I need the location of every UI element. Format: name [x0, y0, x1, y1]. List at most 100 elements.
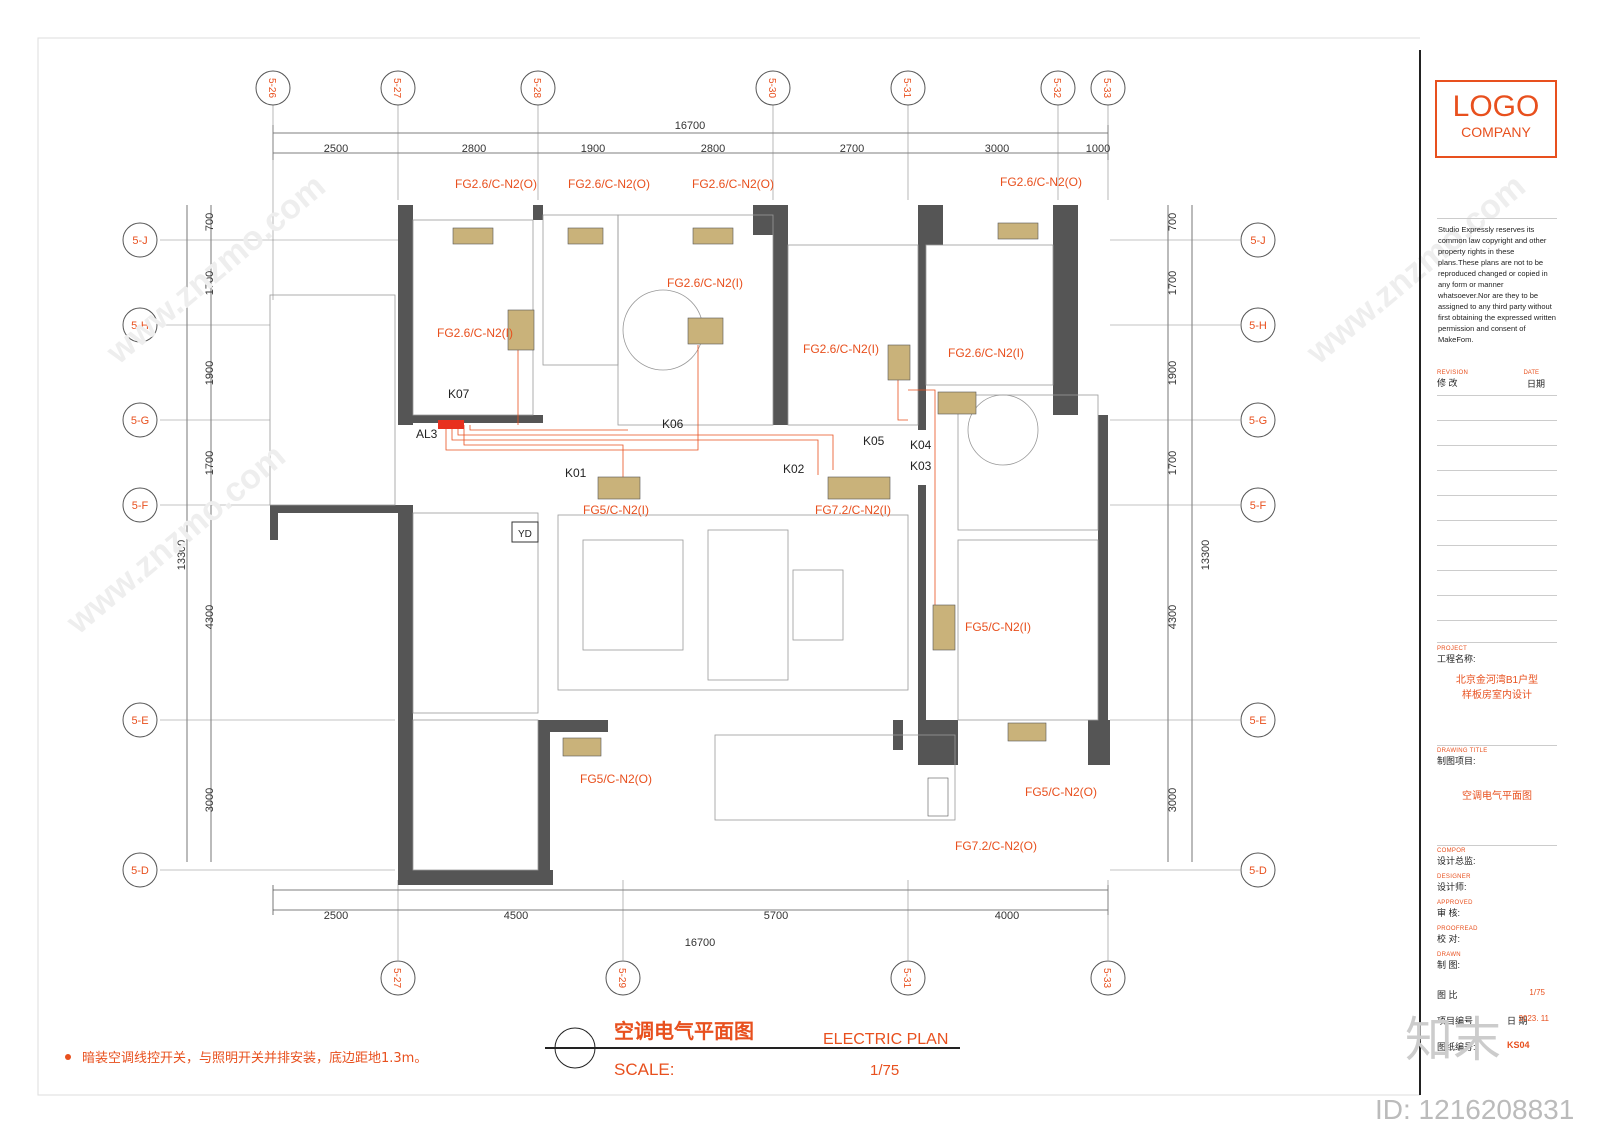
date-en: DATE [1523, 370, 1539, 376]
revision-en: REVISION [1437, 370, 1469, 376]
wall [918, 485, 926, 725]
grid-label: 5-33 [1101, 78, 1112, 98]
wall [533, 205, 543, 220]
date-row-value: 2023. 11 [1518, 1014, 1549, 1023]
dim-bottom-seg: 4000 [995, 910, 1019, 922]
drawing-frame [37, 37, 1420, 1096]
wall [270, 505, 405, 513]
drawing-en: DRAWING TITLE [1437, 748, 1488, 754]
grid-label: 5-30 [766, 78, 777, 98]
grid-label: 5-31 [901, 968, 912, 988]
dim-left-seg: 1700 [204, 271, 216, 295]
grid-bubble [890, 70, 926, 106]
wall [538, 720, 550, 885]
logo-text: LOGO [1452, 90, 1540, 123]
unit-label: FG2.6/C-N2(I) [437, 326, 513, 340]
dim-left-seg: 1700 [204, 451, 216, 475]
grid-bubbles-right: 5-J 5-H 5-G 5-F 5-E 5-D [1240, 222, 1276, 888]
grid-bubble [520, 70, 556, 106]
grid-label: 5-H [1249, 320, 1267, 332]
grid-bubble [890, 960, 926, 996]
wall [270, 505, 278, 540]
switch-label: K06 [662, 417, 684, 431]
project-value-1: 北京金河湾B1户型 [1455, 675, 1539, 686]
indoor-unit [937, 391, 977, 415]
yd-label: YD [518, 529, 532, 540]
scale-row-label: 图 比 [1437, 990, 1458, 1000]
room-outlines [269, 214, 1099, 871]
grid-bubble [380, 960, 416, 996]
unit-labels: FG2.6/C-N2(O) FG2.6/C-N2(O) FG2.6/C-N2(O… [437, 175, 1097, 853]
date-label: 日期 [1526, 379, 1545, 389]
dim-bottom-seg: 4500 [504, 910, 528, 922]
unit-label: FG2.6/C-N2(O) [692, 177, 774, 191]
dim-top-seg: 2800 [701, 143, 725, 155]
director-label: 设计总监: [1437, 856, 1476, 866]
image-id: ID: 1216208831 [1375, 1094, 1575, 1125]
indoor-unit [507, 309, 535, 351]
install-note: 暗装空调线控开关，与照明开关并排安装，底边距地1.3m。 [82, 1050, 427, 1066]
designer-label: 设计师: [1437, 882, 1467, 892]
switch-label: K04 [910, 438, 932, 452]
unit-label: FG5/C-N2(I) [583, 503, 649, 517]
wall [398, 205, 413, 425]
dim-left-seg: 4300 [204, 605, 216, 629]
wall [753, 205, 788, 235]
indoor-unit [887, 344, 911, 381]
switch-label: K05 [863, 434, 885, 448]
wall [918, 205, 943, 245]
indoor-unit [687, 317, 724, 345]
proof-en: PROOFREAD [1437, 926, 1478, 932]
grid-bubbles-left: 5-J 5-H 5-G 5-F 5-E 5-D [122, 222, 158, 888]
revision-row: REVISION 修 改 DATE 日期 [1437, 370, 1557, 389]
drawing-value: 空调电气平面图 [1462, 791, 1532, 802]
drawn-en: DRAWN [1437, 952, 1461, 958]
director-en: COMPOR [1437, 848, 1466, 854]
switch-labels: K01 K02 K03 K04 K05 K06 K07 AL3 YD [416, 387, 932, 543]
dim-left-seg: 3000 [204, 788, 216, 812]
dim-left-total: 13300 [176, 540, 188, 571]
copyright-notice: Studio Expressly reserves its common law… [1438, 225, 1556, 344]
grid-bubble [605, 960, 641, 996]
drawing-number-value: KS04 [1507, 1040, 1530, 1050]
wall [918, 245, 926, 430]
grid-bubble [380, 70, 416, 106]
dim-right-total: 13300 [1200, 540, 1212, 571]
grid-label: 5-33 [1101, 968, 1112, 988]
grid-label: 5-E [131, 715, 148, 727]
approved-en: APPROVED [1437, 900, 1473, 906]
top-dimension-lines [186, 125, 1193, 915]
dim-right-seg: 1900 [1167, 361, 1179, 385]
panel-al3 [438, 420, 464, 429]
unit-label: FG2.6/C-N2(O) [455, 177, 537, 191]
switch-label: K01 [565, 466, 587, 480]
scale-label: SCALE: [614, 1060, 674, 1079]
switch-label: K02 [783, 462, 805, 476]
grid-bubbles-bottom: 5-27 5-29 5-31 5-33 [380, 960, 1126, 996]
revision-label: 修 改 [1437, 378, 1458, 388]
drawn-label: 制 图: [1437, 960, 1461, 970]
dim-top-seg: 3000 [985, 143, 1009, 155]
unit-label: FG2.6/C-N2(O) [568, 177, 650, 191]
grid-label: 5-31 [901, 78, 912, 98]
living-unit [827, 476, 891, 500]
approved-label: 审 核: [1437, 908, 1461, 918]
grid-label: 5-29 [616, 968, 627, 988]
grid-label: 5-D [131, 865, 149, 877]
dim-left-seg: 700 [204, 213, 216, 231]
scale-value: 1/75 [870, 1062, 899, 1079]
dim-right-seg: 3000 [1167, 788, 1179, 812]
grid-label: 5-G [1249, 415, 1267, 427]
wall [1053, 205, 1078, 415]
walls [270, 205, 1110, 885]
yd-box [511, 521, 539, 543]
note-bullet [65, 1054, 71, 1060]
grid-bubble [755, 70, 791, 106]
outdoor-unit [567, 227, 604, 245]
dim-bottom-total: 16700 [685, 937, 716, 949]
dim-top-seg: 2700 [840, 143, 864, 155]
grid-label: 5-J [132, 235, 147, 247]
grid-bubble [1090, 70, 1126, 106]
dim-right-seg: 4300 [1167, 605, 1179, 629]
grid-bubble [1040, 70, 1076, 106]
